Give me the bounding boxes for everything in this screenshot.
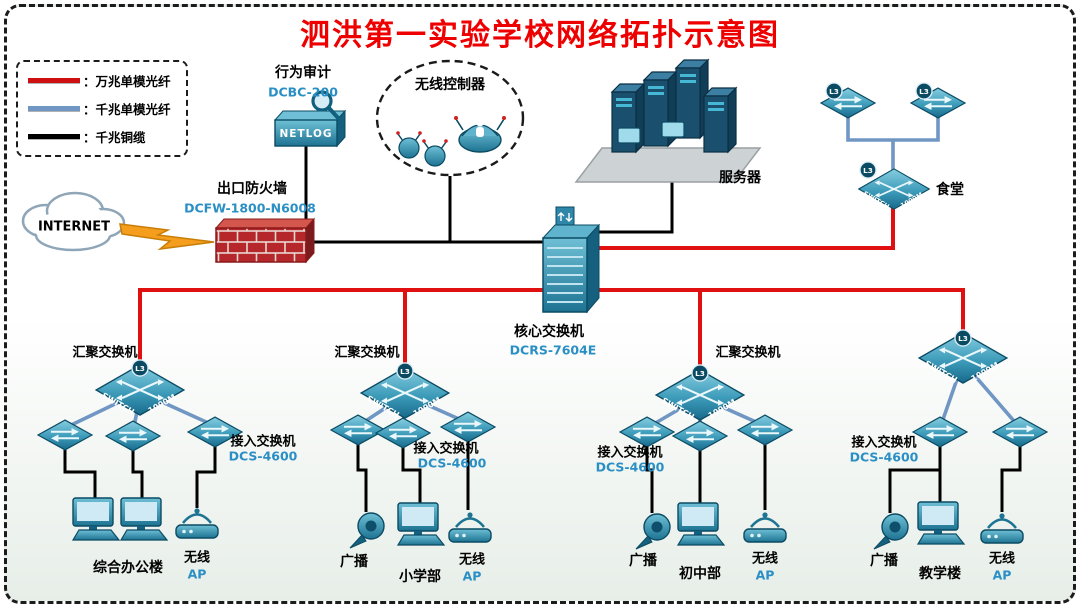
legend-item-10g-fiber: ：万兆单模光纤 bbox=[28, 71, 176, 90]
primary-label: 小学部 bbox=[399, 569, 441, 585]
internet-cloud-icon bbox=[21, 191, 126, 252]
servers-label: 服务器 bbox=[719, 170, 761, 186]
computer-icon bbox=[120, 497, 168, 541]
wireless-label: 无线 bbox=[988, 551, 1016, 567]
computer-icon bbox=[677, 502, 725, 546]
legend-swatch-copper bbox=[28, 134, 80, 139]
links-copper bbox=[63, 146, 1022, 513]
ap-label: AP bbox=[992, 567, 1012, 583]
ap-label: AP bbox=[462, 568, 482, 584]
wireless-ap-icon bbox=[742, 511, 788, 544]
ap-label: AP bbox=[187, 566, 207, 582]
access-model-label: DCS-4600 bbox=[849, 449, 919, 465]
access-switch-icon bbox=[105, 420, 161, 452]
legend-item-copper: ：千兆铜缆 bbox=[28, 127, 176, 146]
computer-icon bbox=[72, 497, 120, 541]
l3-badge-icon bbox=[396, 362, 414, 380]
wireless-ap-icon bbox=[174, 507, 220, 540]
broadcast-speaker-icon bbox=[349, 512, 385, 549]
wlc-name-label: 无线控制器 bbox=[415, 77, 485, 93]
ap-label: AP bbox=[755, 567, 775, 583]
wireless-ap-icon bbox=[447, 511, 493, 544]
legend-swatch-1g bbox=[28, 106, 80, 111]
l3-badge-icon bbox=[915, 82, 933, 100]
access-name-label: 接入交换机 bbox=[413, 441, 479, 457]
l3-badge-icon bbox=[825, 82, 843, 100]
broadcast-speaker-icon bbox=[873, 513, 909, 550]
office-label: 综合办公楼 bbox=[93, 560, 163, 576]
legend-swatch-10g bbox=[28, 78, 80, 83]
access-model-label: DCS-4600 bbox=[417, 455, 487, 471]
broadcast-speaker-icon bbox=[635, 513, 671, 550]
broadcast-label: 广播 bbox=[870, 553, 898, 569]
aggregation-label: 汇聚交换机 bbox=[72, 345, 138, 361]
audit-model-label: DCBC-200 bbox=[268, 84, 338, 100]
access-switch-icon bbox=[737, 414, 793, 446]
canteen-label: 食堂 bbox=[936, 182, 964, 198]
netlog-text: NETLOG bbox=[280, 128, 333, 140]
access-model-label: DCS-4600 bbox=[228, 448, 298, 464]
firewall-name-label: 出口防火墙 bbox=[217, 181, 287, 197]
audit-name-label: 行为审计 bbox=[275, 65, 331, 81]
legend-label-1g: ：千兆单模光纤 bbox=[83, 102, 171, 117]
legend-label-10g: ：万兆单模光纤 bbox=[83, 74, 171, 89]
access-name-label: 接入交换机 bbox=[230, 434, 296, 450]
aggregation-label: 汇聚交换机 bbox=[715, 345, 781, 361]
l3-badge-icon bbox=[691, 364, 709, 382]
access-name-label: 接入交换机 bbox=[851, 435, 917, 451]
firewall-model-label: DCFW-1800-N6008 bbox=[184, 200, 316, 216]
wireless-label: 无线 bbox=[458, 552, 486, 568]
page-title: 泗洪第一实验学校网络拓扑示意图 bbox=[300, 18, 780, 53]
l3-badge-icon bbox=[131, 359, 149, 377]
computer-icon bbox=[397, 502, 445, 546]
aggregation-label: 汇聚交换机 bbox=[334, 345, 400, 361]
broadcast-label: 广播 bbox=[340, 554, 368, 570]
audit-device-icon: NETLOG bbox=[273, 90, 347, 148]
broadcast-label: 广播 bbox=[629, 553, 657, 569]
magnifier-icon bbox=[311, 90, 333, 112]
l3-badge-icon bbox=[954, 329, 972, 347]
computer-icon bbox=[917, 501, 965, 545]
core-name-label: 核心交换机 bbox=[514, 324, 584, 340]
wireless-ap-icon bbox=[979, 512, 1025, 545]
core-model-label: DCRS-7604E bbox=[509, 342, 597, 358]
ac-saucer-icon bbox=[454, 116, 506, 153]
legend: ：万兆单模光纤 ：千兆单模光纤 ：千兆铜缆 bbox=[16, 60, 188, 157]
access-switch-icon bbox=[330, 414, 386, 446]
legend-item-1g-fiber: ：千兆单模光纤 bbox=[28, 99, 176, 118]
mini-ap-icon bbox=[422, 139, 448, 167]
access-name-label: 接入交换机 bbox=[597, 445, 663, 461]
internet-label: INTERNET bbox=[37, 219, 111, 235]
junior-label: 初中部 bbox=[679, 566, 721, 582]
access-switch-icon bbox=[912, 416, 968, 448]
teaching-label: 教学楼 bbox=[919, 566, 961, 582]
lightning-icon bbox=[119, 223, 215, 251]
firewall-icon bbox=[214, 217, 316, 264]
legend-label-copper: ：千兆铜缆 bbox=[83, 130, 146, 145]
wireless-controller-icon bbox=[375, 59, 525, 177]
mini-ap-icon bbox=[396, 131, 422, 159]
access-model-label: DCS-4600 bbox=[595, 459, 665, 475]
access-switch-icon bbox=[992, 416, 1048, 448]
core-switch-icon bbox=[541, 206, 601, 314]
l3-badge-icon bbox=[859, 161, 877, 179]
wireless-label: 无线 bbox=[183, 550, 211, 566]
access-switch-icon bbox=[37, 419, 93, 451]
servers-icon bbox=[574, 58, 762, 183]
wireless-label: 无线 bbox=[751, 551, 779, 567]
links-fiber-10g bbox=[138, 198, 965, 380]
access-switch-icon bbox=[672, 420, 728, 452]
